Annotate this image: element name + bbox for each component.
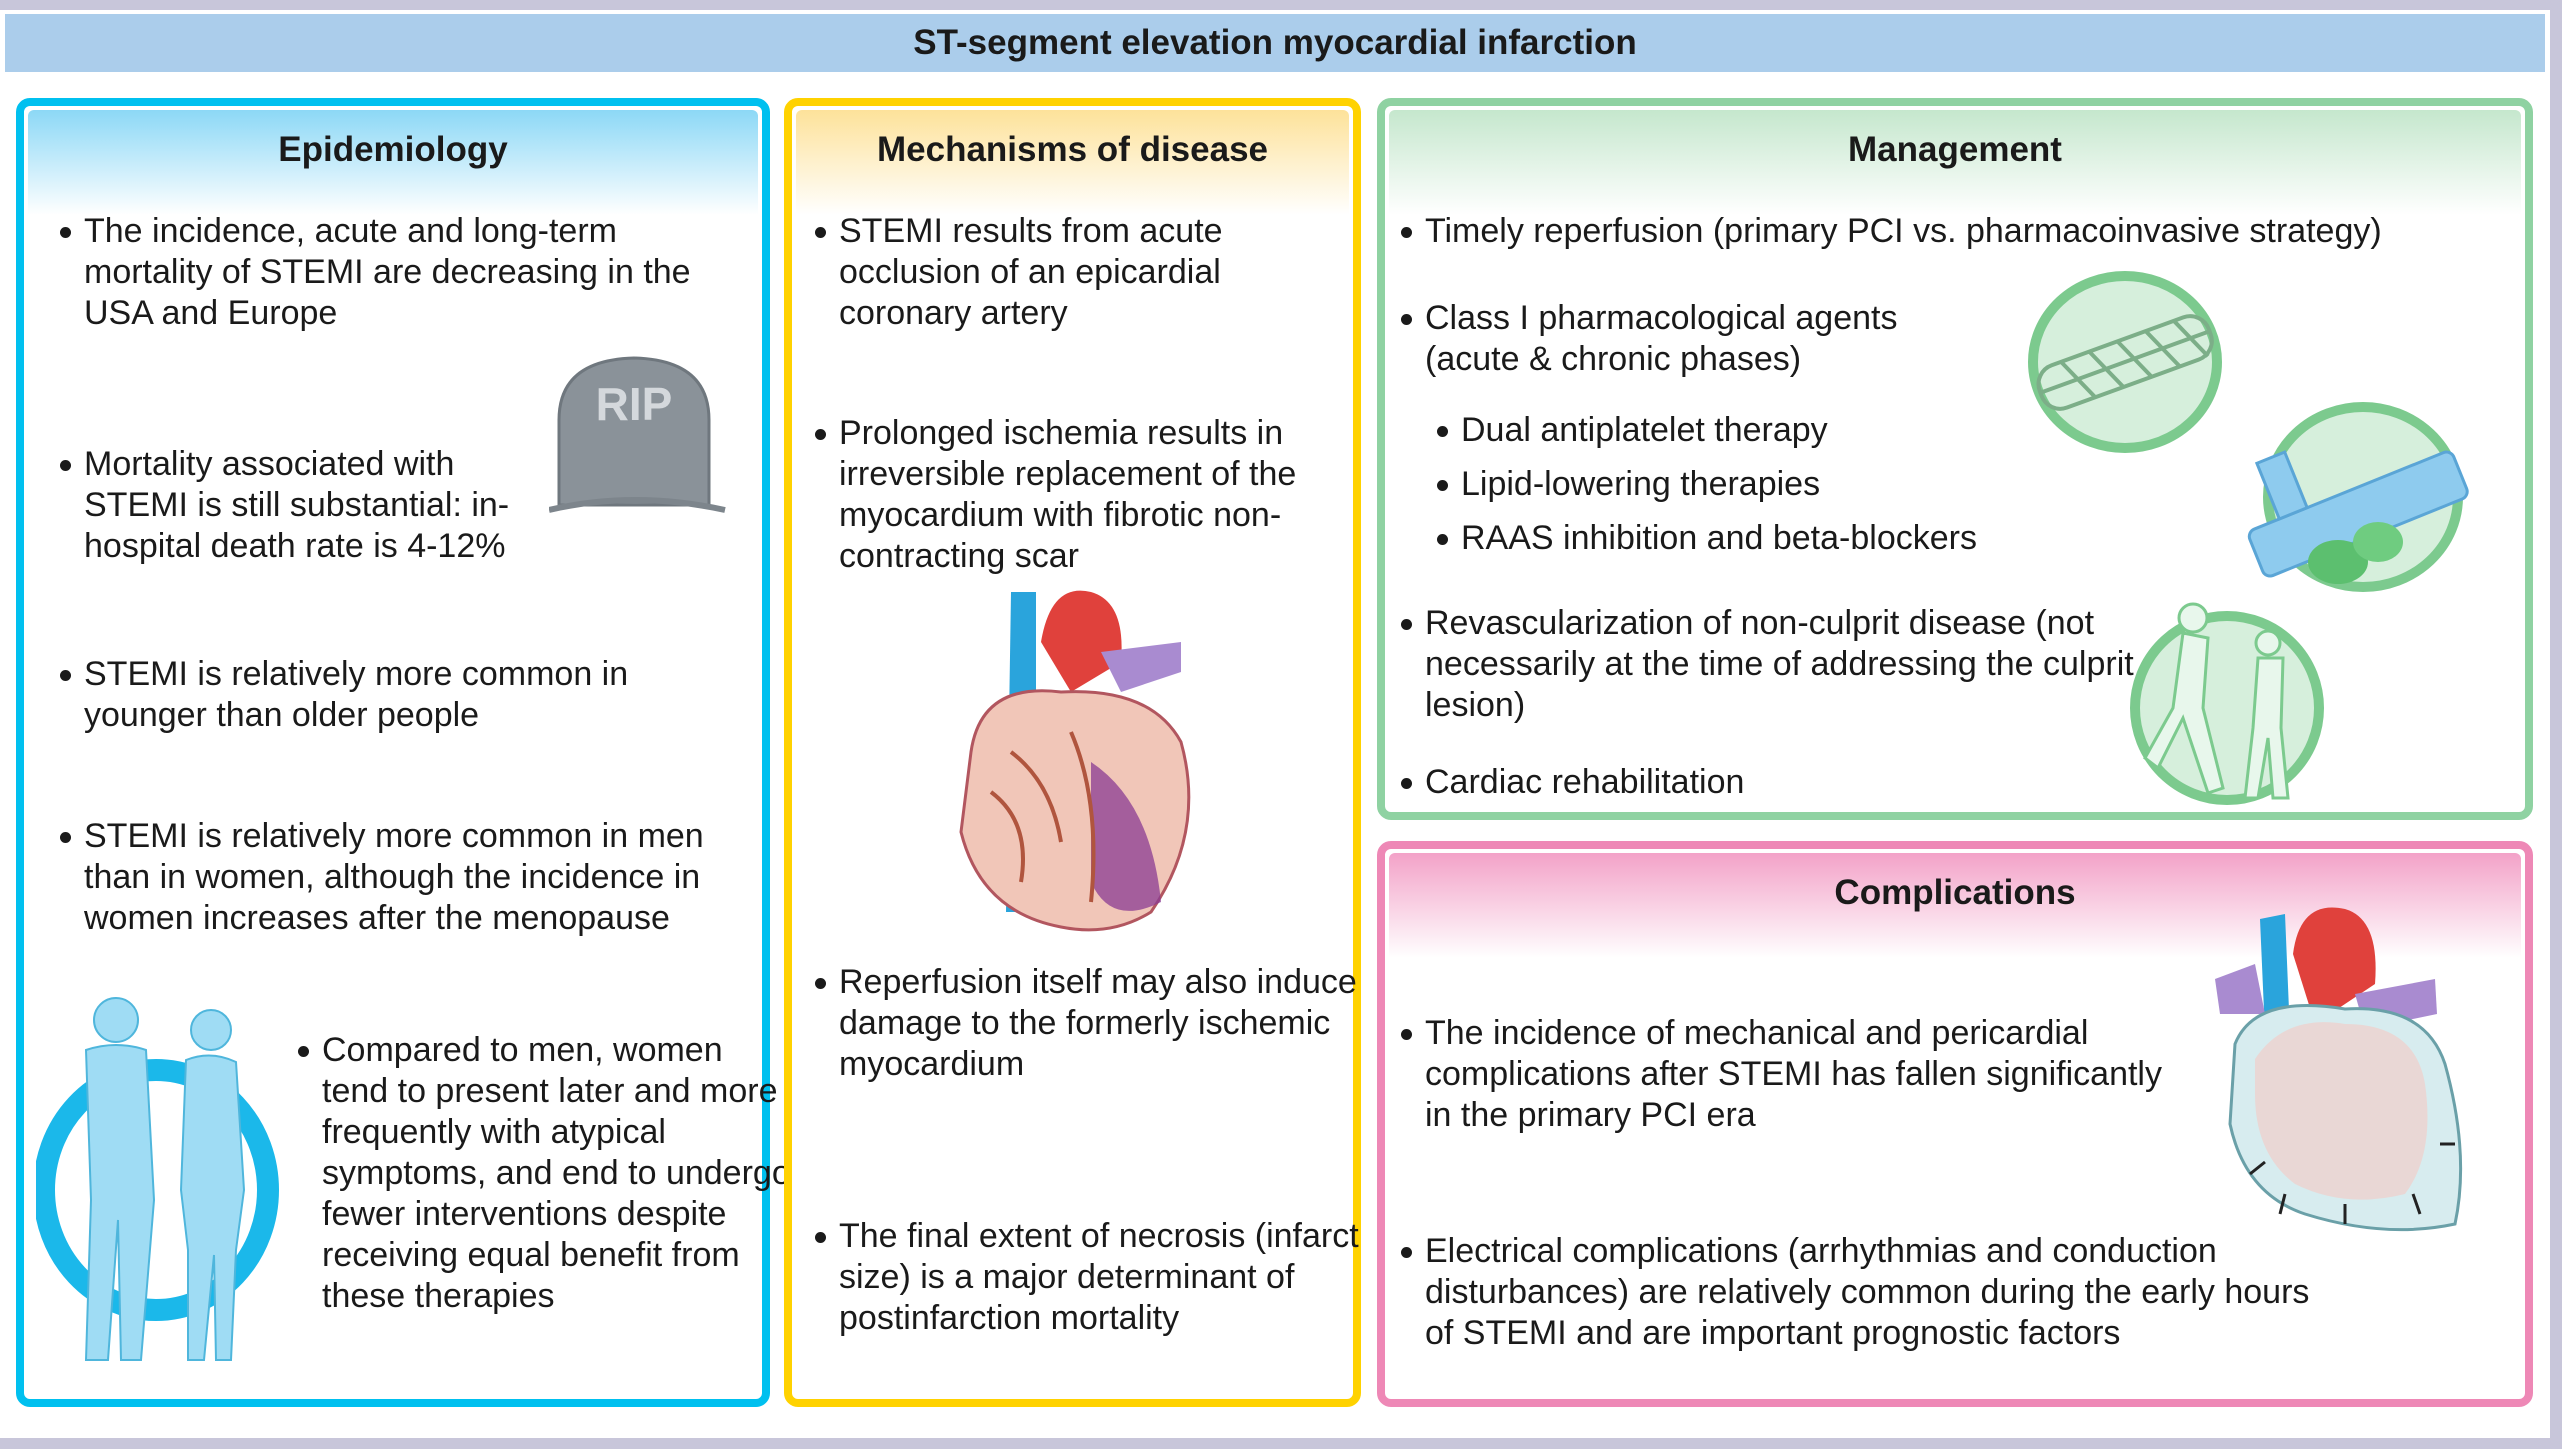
pill-box-icon bbox=[2247, 402, 2469, 592]
list-item: Prolonged ischemia results in irreversib… bbox=[815, 413, 1359, 577]
epidemiology-heading: Epidemiology bbox=[28, 110, 758, 215]
list-item: Timely reperfusion (primary PCI vs. phar… bbox=[1401, 211, 2535, 252]
list-item: STEMI is relatively more common in men t… bbox=[60, 816, 704, 939]
list-item: Compared to men, women tend to present l… bbox=[298, 1030, 792, 1317]
list-item: The final extent of necrosis (infarct si… bbox=[815, 1216, 1359, 1339]
heart-pericardium-illustration bbox=[2215, 907, 2463, 1232]
infarcted-heart-illustration bbox=[959, 590, 1191, 932]
tombstone-icon: RIP bbox=[549, 356, 726, 513]
list-item: STEMI is relatively more common in young… bbox=[60, 654, 684, 736]
sub-list-item: Lipid-lowering therapies bbox=[1437, 464, 2021, 505]
list-item: Cardiac rehabilitation bbox=[1401, 762, 2025, 803]
man-woman-illustration bbox=[36, 997, 279, 1361]
cardiac-rehabilitation-icon bbox=[2130, 602, 2324, 805]
list-item: Electrical complications (arrhythmias an… bbox=[1401, 1231, 2345, 1354]
tombstone-text: RIP bbox=[596, 378, 673, 430]
frame-border bbox=[0, 1438, 2562, 1449]
frame-border bbox=[2550, 0, 2562, 1449]
complications-heading: Complications bbox=[1389, 853, 2521, 958]
list-item: Reperfusion itself may also induce damag… bbox=[815, 962, 1369, 1085]
frame-border bbox=[0, 0, 2562, 10]
list-item: Revascularization of non-culprit disease… bbox=[1401, 603, 2145, 726]
list-item: Mortality associated with STEMI is still… bbox=[60, 444, 564, 567]
management-heading: Management bbox=[1389, 110, 2521, 215]
list-item: Class I pharmacological agents (acute & … bbox=[1401, 298, 1965, 380]
sub-list-item: Dual antiplatelet therapy bbox=[1437, 410, 2021, 451]
list-item: The incidence of mechanical and pericard… bbox=[1401, 1013, 2165, 1136]
stent-icon bbox=[2028, 271, 2222, 453]
list-item: STEMI results from acute occlusion of an… bbox=[815, 211, 1339, 334]
sub-list-item: RAAS inhibition and beta-blockers bbox=[1437, 518, 2081, 559]
mechanisms-heading: Mechanisms of disease bbox=[796, 110, 1349, 215]
list-item: The incidence, acute and long-term morta… bbox=[60, 211, 724, 334]
page-title: ST-segment elevation myocardial infarcti… bbox=[5, 14, 2545, 72]
